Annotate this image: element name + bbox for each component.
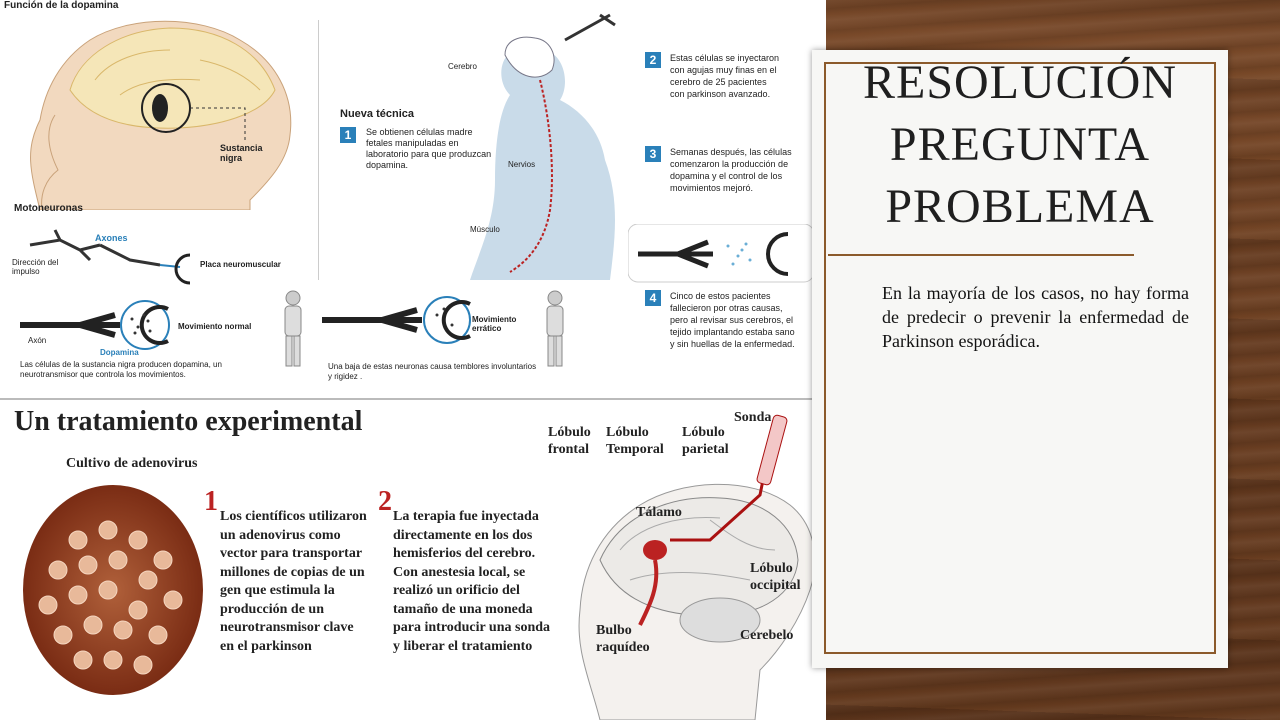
bottom-step2-text: La terapia fue inyectada directamente en…: [393, 509, 551, 654]
caption-mid: Una baja de estas neuronas causa temblor…: [328, 362, 537, 381]
step2-text: Estas células se inyectaron con agujas m…: [670, 53, 780, 99]
title-line-1: RESOLUCIÓN: [862, 56, 1177, 109]
label-dopamina: Dopamina: [100, 348, 139, 357]
divider-vertical: [318, 20, 319, 280]
neuron-erratic: [322, 296, 471, 344]
step3-number: 3: [645, 146, 661, 162]
label-placa: Placa neuromuscular: [200, 260, 281, 269]
step1-number: 1: [340, 127, 356, 143]
bottom-step2-number: 2: [378, 486, 392, 517]
head-illustration: [30, 20, 292, 210]
label-talamo: Tálamo: [636, 505, 682, 520]
slide-title: RESOLUCIÓN PREGUNTA PROBLEMA: [830, 52, 1210, 238]
label-direccion: Dirección del impulso: [12, 258, 59, 276]
step3-text: Semanas después, las células comenzaron …: [670, 147, 792, 193]
title-line-3: PROBLEMA: [885, 180, 1155, 233]
step4-number: 4: [645, 290, 661, 306]
label-temporal: Lóbulo Temporal: [606, 425, 664, 457]
label-cultivo: Cultivo de adenovirus: [66, 456, 198, 471]
synapse-new-cells: [628, 224, 814, 283]
step4-text: Cinco de estos pacientes fallecieron por…: [670, 291, 795, 349]
title-rule: [828, 254, 1134, 256]
title-line-2: PREGUNTA: [889, 118, 1151, 171]
caption-left: Las células de la sustancia nigra produc…: [20, 360, 222, 379]
label-nervios: Nervios: [508, 160, 536, 169]
label-mov-erratico: Movimiento errático: [472, 315, 517, 333]
label-axones: Axones: [95, 233, 128, 243]
neuron-diagram: [20, 229, 191, 350]
label-axon: Axón: [28, 336, 47, 345]
label-frontal: Lóbulo frontal: [548, 425, 591, 457]
label-nueva-tecnica: Nueva técnica: [340, 108, 414, 120]
infographic-panel: Función de la dopamina Sustancia nigra M…: [0, 0, 826, 720]
bottom-step1-number: 1: [204, 486, 218, 517]
bottom-heading: Un tratamiento experimental: [14, 406, 363, 437]
figure-erratic: [546, 290, 564, 367]
slide-body: En la mayoría de los casos, no hay forma…: [882, 283, 1189, 351]
label-sonda: Sonda: [734, 410, 772, 425]
label-cerebelo: Cerebelo: [740, 628, 794, 643]
label-bulbo: Bulbo raquídeo: [596, 623, 650, 655]
bottom-step1-text: Los científicos utilizaron un adenovirus…: [220, 509, 367, 654]
figure-normal: [284, 290, 302, 367]
top-heading: Función de la dopamina: [4, 0, 119, 11]
label-motoneuronas: Motoneuronas: [14, 203, 83, 214]
slide-frame: [824, 62, 1216, 654]
label-parietal: Lóbulo parietal: [682, 425, 729, 457]
label-sustancia: Sustancia nigra: [220, 143, 263, 163]
brain-cross-section: [578, 414, 816, 720]
slide-card: [812, 50, 1228, 668]
person-silhouette: [470, 13, 616, 280]
label-occipital: Lóbulo occipital: [750, 561, 801, 593]
label-musculo: Músculo: [470, 225, 500, 234]
step2-number: 2: [645, 52, 661, 68]
divider-horizontal: [0, 398, 826, 400]
label-cerebro: Cerebro: [448, 62, 477, 71]
adenovirus-culture: [23, 485, 203, 695]
step1-text: Se obtienen células madre fetales manipu…: [366, 127, 492, 170]
label-mov-normal: Movimiento normal: [178, 322, 252, 331]
